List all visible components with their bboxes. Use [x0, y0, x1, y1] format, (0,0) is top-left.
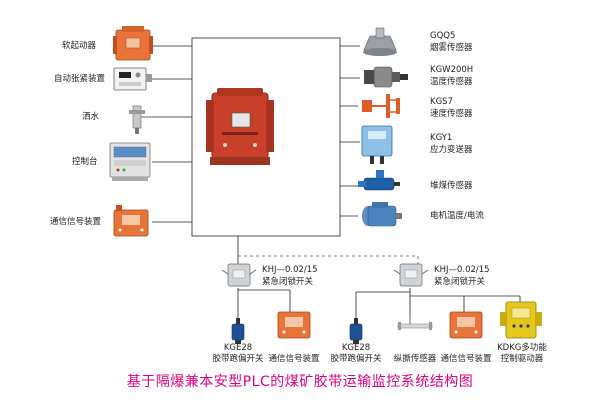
signal-box-left-icon	[113, 205, 149, 237]
label-speed-model: KGS7	[430, 97, 453, 107]
kdkg-driver-icon	[500, 301, 542, 339]
signal-box-bottom-1-icon	[277, 311, 311, 339]
label-signal-bottom2: 通信信号装置	[440, 354, 492, 364]
label-speed-name: 速度传感器	[430, 109, 473, 119]
label-switch2-name: 紧急闭锁开关	[434, 277, 486, 287]
label-coal-pile: 堆煤传感器	[430, 181, 473, 191]
label-deviation2-model: KGE28	[341, 343, 371, 353]
coal-pile-sensor-icon	[358, 170, 400, 191]
temperature-sensor-icon	[364, 66, 408, 88]
motor-icon	[362, 202, 402, 227]
label-signal-bottom1: 通信信号装置	[268, 354, 320, 364]
water-valve-icon	[129, 105, 152, 134]
label-deviation1-model: KGE28	[223, 343, 253, 353]
connection-lines	[152, 37, 521, 318]
speed-sensor-icon	[362, 94, 400, 118]
dashed-link	[238, 255, 419, 264]
deviation-switch-2-icon	[349, 318, 363, 344]
diagram-title: 基于隔爆兼本安型PLC的煤矿胶带运输监控系统结构图	[126, 374, 474, 390]
label-kdkg-name: 控制驱动器	[500, 354, 544, 364]
tear-sensor-icon	[397, 316, 433, 330]
lock-switch-1-icon	[221, 263, 257, 287]
label-temp-name: 温度传感器	[430, 77, 473, 87]
label-signal-left: 通信信号装置	[50, 217, 102, 227]
lock-switch-2-icon	[393, 263, 429, 287]
label-smoke-model: GQQ5	[430, 31, 456, 41]
tensioner-icon	[113, 67, 152, 91]
label-switch1-model: KHJ—0.02/15	[262, 265, 318, 275]
smoke-sensor-icon	[363, 27, 397, 56]
deviation-switch-1-icon	[231, 318, 245, 344]
main-frame	[191, 37, 341, 237]
label-smoke-name: 烟雾传感器	[430, 43, 473, 53]
stress-transmitter-icon	[361, 125, 393, 164]
label-deviation1-name: 胶带跑偏开关	[212, 354, 264, 364]
control-console-icon	[109, 142, 151, 181]
label-tear-sensor: 纵撕传感器	[393, 354, 437, 364]
plc-cabinet-icon	[206, 88, 274, 165]
label-switch2-model: KHJ—0.02/15	[434, 265, 490, 275]
label-console: 控制台	[72, 157, 98, 167]
label-stress-name: 应力变送器	[430, 145, 473, 155]
soft-starter-icon	[113, 26, 153, 61]
label-kdkg-model: KDKG多功能	[497, 343, 547, 353]
label-switch1-name: 紧急闭锁开关	[262, 277, 314, 287]
label-deviation2-name: 胶带跑偏开关	[330, 354, 382, 364]
label-stress-model: KGY1	[430, 133, 453, 143]
label-tensioner: 自动张紧装置	[54, 74, 106, 84]
label-water: 洒水	[82, 112, 100, 122]
signal-box-bottom-2-icon	[449, 311, 483, 339]
label-temp-model: KGW200H	[430, 65, 474, 75]
label-motor: 电机温度/电流	[430, 211, 484, 221]
label-soft-starter: 软起动器	[62, 41, 97, 51]
